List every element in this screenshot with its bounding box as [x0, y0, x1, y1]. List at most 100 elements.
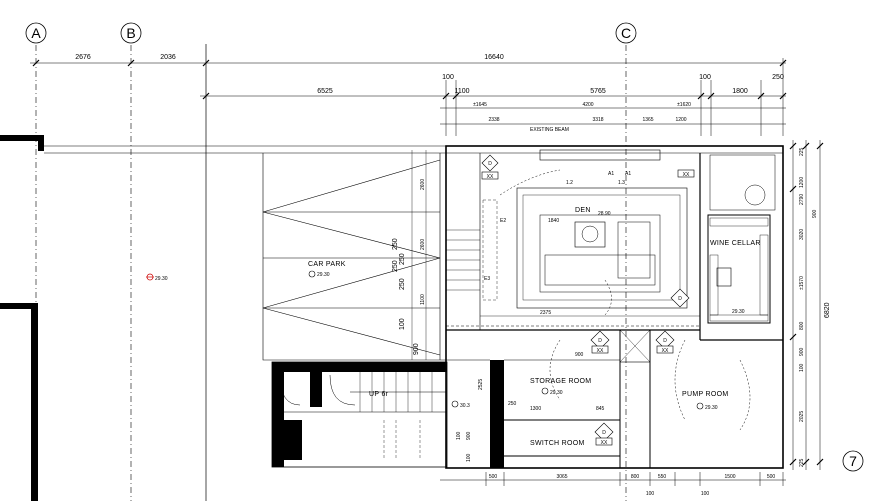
svg-text:C: C: [621, 25, 631, 41]
door-tag: D: [670, 288, 690, 308]
switch-room-label: SWITCH ROOM: [530, 440, 585, 447]
den-level: 28.90: [598, 211, 611, 217]
svg-text:845: 845: [596, 406, 605, 412]
svg-text:XX: XX: [601, 440, 608, 446]
svg-text:±1570: ±1570: [799, 276, 805, 290]
window-tag: XX: [595, 437, 613, 446]
window-tag: XX: [656, 345, 674, 354]
svg-text:29.30: 29.30: [317, 272, 330, 278]
svg-text:4200: 4200: [582, 102, 593, 108]
stair-dims: 100 900 100: [456, 431, 472, 462]
svg-text:29.30: 29.30: [705, 405, 718, 411]
svg-text:B: B: [126, 25, 135, 41]
building-walls: [445, 145, 784, 469]
svg-text:250: 250: [399, 253, 406, 265]
wine-level: 29.30: [732, 309, 745, 315]
svg-text:2600: 2600: [420, 179, 426, 190]
svg-text:900: 900: [799, 347, 805, 356]
svg-text:A1: A1: [625, 171, 631, 177]
svg-text:900: 900: [812, 209, 818, 218]
window-tag: XX: [677, 169, 695, 178]
dim-2036: 2036: [160, 54, 176, 61]
svg-text:800: 800: [799, 321, 805, 330]
svg-text:100: 100: [799, 363, 805, 372]
svg-text:1100: 1100: [420, 294, 426, 305]
svg-text:E2: E2: [500, 218, 506, 224]
svg-text:±1620: ±1620: [677, 102, 691, 108]
svg-text:XX: XX: [662, 348, 669, 354]
svg-text:250: 250: [392, 260, 399, 272]
top-dimension-lines: [30, 58, 787, 136]
svg-text:A: A: [31, 25, 41, 41]
svg-text:D: D: [598, 338, 602, 344]
dim-100-b: 100: [699, 74, 711, 81]
bottom-dim-text: 500 3065 800 550 1500 500 100 100: [489, 474, 776, 497]
grid-marker-b: B: [120, 22, 142, 44]
svg-text:7: 7: [849, 453, 857, 469]
window-tag: XX: [481, 171, 499, 180]
svg-text:2025: 2025: [799, 411, 805, 422]
grid-lines: [35, 45, 627, 501]
svg-text:2375: 2375: [540, 310, 551, 316]
svg-text:D: D: [678, 296, 682, 302]
svg-text:XX: XX: [683, 172, 690, 178]
dim-2676: 2676: [75, 54, 91, 61]
svg-text:900: 900: [466, 431, 472, 440]
up-label: UP 6r: [369, 391, 389, 398]
svg-text:1365: 1365: [642, 117, 653, 123]
den-area: [499, 149, 688, 316]
svg-text:30.3: 30.3: [460, 403, 470, 409]
svg-text:3318: 3318: [592, 117, 603, 123]
svg-text:1.3: 1.3: [618, 180, 625, 186]
svg-text:3065: 3065: [556, 474, 567, 480]
svg-text:250: 250: [392, 238, 399, 250]
svg-text:225: 225: [799, 147, 805, 156]
door-tags: D D D D D XX XX XX: [481, 154, 695, 446]
dim-100-a: 100: [442, 74, 454, 81]
svg-text:1200: 1200: [799, 177, 805, 188]
svg-text:100: 100: [466, 453, 472, 462]
svg-text:2338: 2338: [488, 117, 499, 123]
svg-text:D: D: [488, 161, 492, 167]
svg-text:900: 900: [575, 352, 584, 358]
svg-text:6820: 6820: [824, 302, 831, 318]
svg-text:800: 800: [631, 474, 640, 480]
dim-250: 250: [772, 74, 784, 81]
car-park-level: 29.30: [308, 270, 330, 278]
svg-text:±1645: ±1645: [473, 102, 487, 108]
svg-text:2525: 2525: [478, 379, 484, 390]
svg-text:29.30: 29.30: [155, 276, 168, 282]
storage-room-label: STORAGE ROOM: [530, 378, 591, 385]
svg-text:E3: E3: [484, 276, 490, 282]
pump-room-label: PUMP ROOM: [682, 391, 729, 398]
dim-1800: 1800: [732, 88, 748, 95]
svg-text:XX: XX: [487, 174, 494, 180]
svg-text:3020: 3020: [799, 229, 805, 240]
window-tag: XX: [591, 345, 609, 354]
svg-text:1840: 1840: [548, 218, 559, 224]
svg-text:250: 250: [399, 278, 406, 290]
bottom-dimension-lines: [440, 472, 786, 486]
stair-level: 30.3: [451, 400, 470, 409]
svg-text:500: 500: [767, 474, 776, 480]
car-park-area: [262, 153, 446, 361]
mid-dims: 2375 2525 1300 845 250 900: [478, 310, 700, 412]
grid-marker-c: C: [615, 22, 637, 44]
svg-text:D: D: [602, 430, 606, 436]
svg-text:XX: XX: [597, 348, 604, 354]
dim-5765: 5765: [590, 88, 606, 95]
svg-text:1500: 1500: [724, 474, 735, 480]
svg-text:100: 100: [456, 431, 462, 440]
svg-text:A1: A1: [608, 171, 614, 177]
wine-cellar-area: [707, 154, 776, 324]
svg-text:225: 225: [799, 458, 805, 467]
svg-text:100: 100: [701, 491, 710, 497]
svg-text:100: 100: [646, 491, 655, 497]
wine-cellar-label: WINE CELLAR: [710, 240, 761, 247]
car-park-label: CAR PARK: [308, 261, 346, 268]
storage-level: 29.30: [541, 387, 563, 396]
stair-area: [271, 361, 448, 468]
grid-marker-a: A: [25, 22, 47, 44]
right-dim-text: 225 1200 2790 900 3020 ±1570 800 6820 90…: [799, 147, 831, 467]
